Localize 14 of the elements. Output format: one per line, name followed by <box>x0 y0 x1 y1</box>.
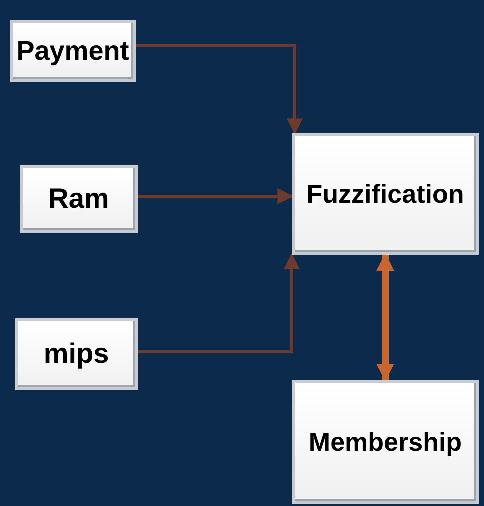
arrow <box>376 253 394 382</box>
arrow <box>138 253 300 354</box>
box-label: mips <box>44 338 110 370</box>
arrow <box>138 188 294 204</box>
box-label: Payment <box>16 36 130 66</box>
box-label: Membership <box>308 426 462 458</box>
box-label: Fuzzification <box>306 178 464 210</box>
process-box <box>20 165 138 233</box>
box-label: Ram <box>48 183 110 215</box>
process-box <box>15 318 138 390</box>
process-box <box>10 20 136 82</box>
process-box <box>292 133 479 255</box>
arrow <box>136 44 303 135</box>
process-box <box>292 380 479 504</box>
